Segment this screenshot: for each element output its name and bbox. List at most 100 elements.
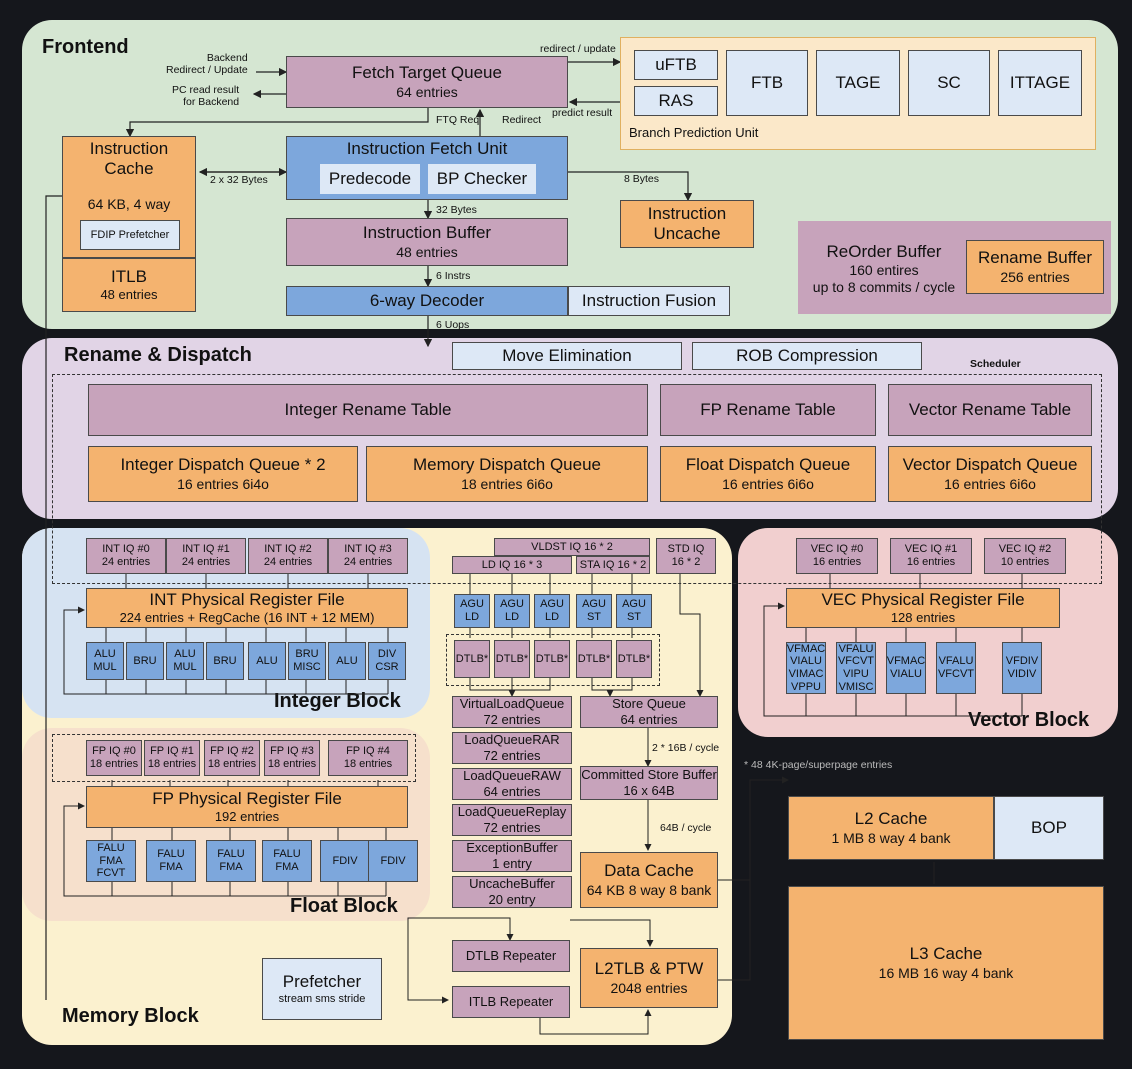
- fp-unit-5-line-0: FDIV: [380, 854, 406, 867]
- rename-buffer: Rename Buffer 256 entries: [966, 240, 1104, 294]
- int-iq-2-name: INT IQ #2: [264, 543, 312, 556]
- vector-dispatch-queue: Vector Dispatch Queue 16 entries 6i6o: [888, 446, 1092, 502]
- l3-title: L3 Cache: [909, 944, 983, 964]
- label-csb-bw: 64B / cycle: [660, 822, 712, 834]
- dcache-sub: 64 KB 8 way 8 bank: [586, 881, 712, 898]
- lqreplay-title: LoadQueueReplay: [457, 804, 567, 820]
- int-prf-title: INT Physical Register File: [149, 590, 345, 609]
- fp-unit-3-line-0: FALU: [273, 848, 301, 861]
- int-unit-7-line-1: CSR: [375, 661, 399, 673]
- fp-iq-2-sub: 18 entries: [207, 758, 257, 770]
- vec-unit-3-line-0: VFALU: [938, 655, 974, 668]
- fp-physical-register-file: FP Physical Register File 192 entries: [86, 786, 408, 828]
- label-2x32-bytes: 2 x 32 Bytes: [210, 174, 268, 186]
- vec-dq-sub: 16 entries 6i6o: [944, 475, 1036, 492]
- label-predict-result: predict result: [552, 107, 613, 119]
- label-redirect-update: redirect / update: [540, 43, 616, 55]
- icache-sub: 64 KB, 4 way: [87, 195, 171, 212]
- exception-buffer: ExceptionBuffer 1 entry: [452, 840, 572, 872]
- int-prf-sub: 224 entries + RegCache (16 INT + 12 MEM): [119, 610, 375, 626]
- csb-sub: 16 x 64B: [623, 783, 675, 798]
- integer-dispatch-queue: Integer Dispatch Queue * 2 16 entries 6i…: [88, 446, 358, 502]
- lqrar-title: LoadQueueRAR: [464, 732, 560, 748]
- float-iq-boundary: [52, 734, 416, 782]
- vector-title: Vector Block: [968, 709, 1090, 731]
- instruction-fusion: Instruction Fusion: [568, 286, 730, 316]
- vec-iq-1: VEC IQ #1 16 entries: [890, 538, 972, 574]
- bpu-tage: TAGE: [816, 50, 900, 116]
- fp-iq-2-name: FP IQ #2: [210, 745, 254, 758]
- fp-iq-1-sub: 18 entries: [147, 758, 197, 770]
- vec-iq-2-sub: 10 entries: [1000, 556, 1050, 568]
- label-6-uops: 6 Uops: [436, 319, 470, 331]
- dtlb-2: DTLB*: [534, 640, 570, 678]
- int-iq-2-sub: 24 entries: [263, 556, 313, 568]
- agu-1-line-1: LD: [504, 611, 520, 623]
- agu-1-line-0: AGU: [500, 598, 524, 611]
- label-8-bytes: 8 Bytes: [624, 173, 660, 185]
- agu-0-line-1: LD: [464, 611, 480, 623]
- int-iq-3-sub: 24 entries: [343, 556, 393, 568]
- std-iq: STD IQ 16 * 2: [656, 538, 716, 574]
- vec-iq-2-name: VEC IQ #2: [998, 543, 1052, 556]
- int-unit-3: BRU: [206, 642, 244, 680]
- rob-sub1: 160 entires: [849, 262, 919, 279]
- move-elimination: Move Elimination: [452, 342, 682, 370]
- mem-dq-title: Memory Dispatch Queue: [412, 455, 602, 475]
- vlq-sub: 72 entries: [483, 712, 541, 727]
- int-unit-6: ALU: [328, 642, 366, 680]
- vec-unit-0-line-3: VPPU: [791, 680, 821, 693]
- ibuf-sub: 48 entries: [396, 243, 458, 260]
- dcache-title: Data Cache: [604, 861, 694, 881]
- int-unit-3-line-0: BRU: [213, 654, 237, 667]
- dtlb-boundary: [446, 634, 660, 686]
- int-unit-1: BRU: [126, 642, 164, 680]
- fp-iq-0-name: FP IQ #0: [92, 745, 136, 758]
- agu-3-line-1: ST: [586, 611, 602, 623]
- l2tlb-sub: 2048 entries: [610, 979, 688, 996]
- reorder-buffer: ReOrder Buffer 160 entires up to 8 commi…: [806, 232, 962, 306]
- int-unit-5-line-1: MISC: [293, 661, 321, 673]
- label-pc-read: PC read result for Backend: [172, 84, 240, 108]
- vec-unit-0-line-1: VIALU: [790, 655, 822, 668]
- agu-2-line-1: LD: [544, 611, 560, 623]
- store-queue: Store Queue 64 entries: [580, 696, 718, 728]
- bop: BOP: [994, 796, 1104, 860]
- itlb-repeater: ITLB Repeater: [452, 986, 570, 1018]
- fp-unit-4-line-0: FDIV: [332, 854, 358, 867]
- int-iq-0: INT IQ #0 24 entries: [86, 538, 166, 574]
- label-6-instrs: 6 Instrs: [436, 270, 471, 282]
- label-32-bytes: 32 Bytes: [436, 204, 477, 216]
- agu-4-line-1: ST: [626, 611, 642, 623]
- float-title: Float Block: [290, 895, 398, 917]
- memory-title: Memory Block: [62, 1005, 199, 1027]
- vec-unit-4-line-0: VFDIV: [1005, 655, 1039, 668]
- fp-iq-3-sub: 18 entries: [267, 758, 317, 770]
- fp-unit-3-line-1: FMA: [275, 861, 299, 873]
- int-iq-1-sub: 24 entries: [181, 556, 231, 568]
- int-unit-7-line-0: DIV: [377, 648, 397, 661]
- l2-cache: L2 Cache 1 MB 8 way 4 bank: [788, 796, 994, 860]
- bpu-ras: RAS: [634, 86, 718, 116]
- rob-title: ReOrder Buffer: [826, 242, 942, 261]
- bpu-label: Branch Prediction Unit: [629, 125, 759, 141]
- scheduler-label: Scheduler: [970, 358, 1021, 370]
- rob-sub2: up to 8 commits / cycle: [812, 279, 956, 296]
- vec-unit-1-line-1: VFCVT: [837, 655, 875, 668]
- bp-checker: BP Checker: [428, 164, 536, 194]
- uncbuf-title: UncacheBuffer: [469, 876, 555, 892]
- vec-unit-1-line-2: VIPU: [843, 668, 869, 680]
- rename-title: Rename & Dispatch: [64, 344, 252, 366]
- vec-unit-0-line-0: VFMAC: [786, 642, 826, 655]
- int-dq-title: Integer Dispatch Queue * 2: [120, 455, 326, 475]
- virtual-load-queue: VirtualLoadQueue 72 entries: [452, 696, 572, 728]
- fp-unit-0-line-1: FMA: [99, 854, 123, 867]
- fp-unit-1-line-1: FMA: [159, 861, 183, 873]
